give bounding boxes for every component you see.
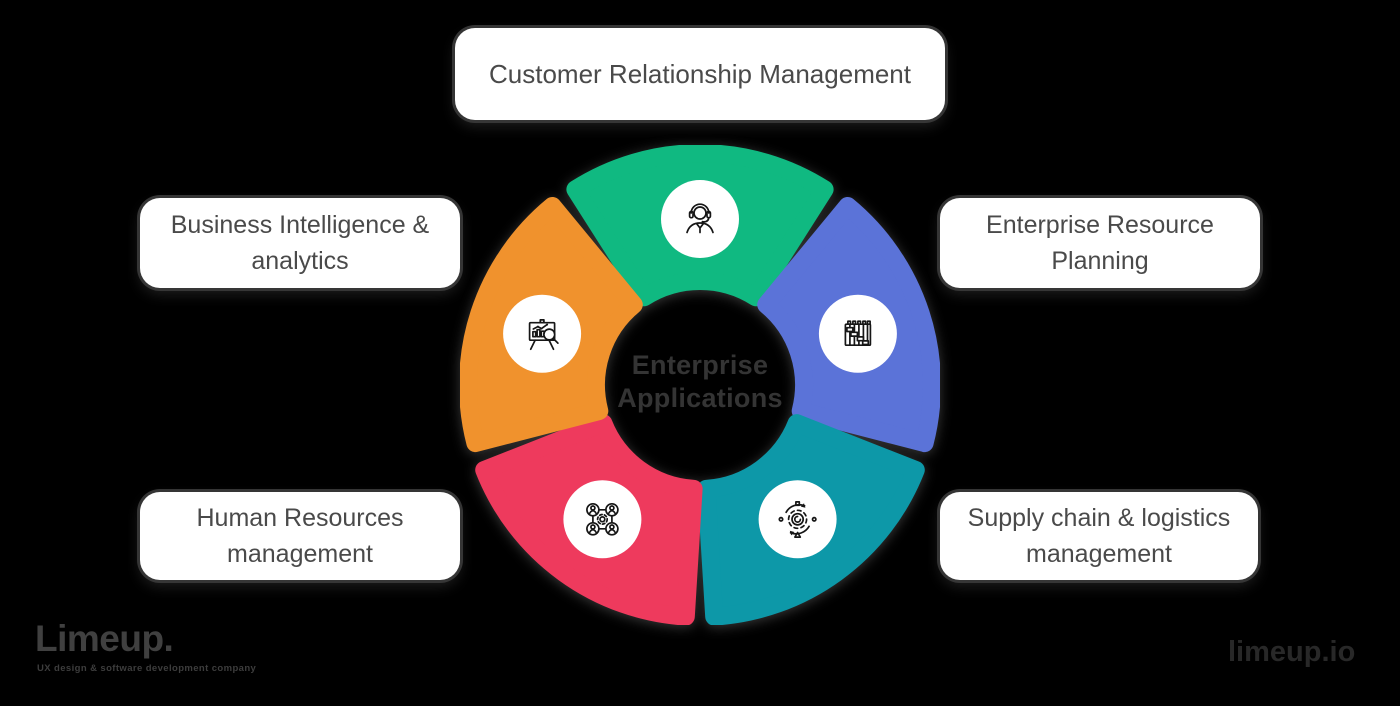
label-business-intelligence-analytics: Business Intelligence & analytics [140,198,460,288]
label-text: Human Resources management [196,504,404,568]
label-customer-relationship-management: Customer Relationship Management [455,28,945,120]
limeup-logo: Limeup. [35,618,174,659]
person-badge [586,521,600,536]
label-text: Supply chain & logistics management [967,504,1231,568]
people-network-gear-icon [586,502,619,536]
logo-tagline: UX design & software development company [37,663,257,674]
label-enterprise-resource-planning: Enterprise Resource Planning [940,198,1260,288]
enterprise-applications-ring-diagram [460,145,940,625]
center-title-line2: Applications [617,383,783,413]
label-human-resources-management: Human Resources management [140,492,460,580]
label-text: Enterprise Resource Planning [986,211,1214,275]
website-url: limeup.io [1228,636,1356,668]
center-title-line1: Enterprise [631,350,769,380]
label-text: Customer Relationship Management [489,59,911,89]
person-badge [605,502,619,517]
gantt-schedule-icon [844,320,872,347]
icon-circle-scm [758,480,837,559]
label-text: Business Intelligence & analytics [170,211,430,275]
customer-support-agent-icon [686,203,714,234]
diagram-center-title: Enterprise Applications [560,349,840,415]
person-badge [586,502,600,517]
analytics-presentation-icon [528,319,559,351]
process-automation-gear-icon [778,501,817,538]
label-supply-chain-logistics-management: Supply chain & logistics management [940,492,1258,580]
person-badge [605,521,619,536]
